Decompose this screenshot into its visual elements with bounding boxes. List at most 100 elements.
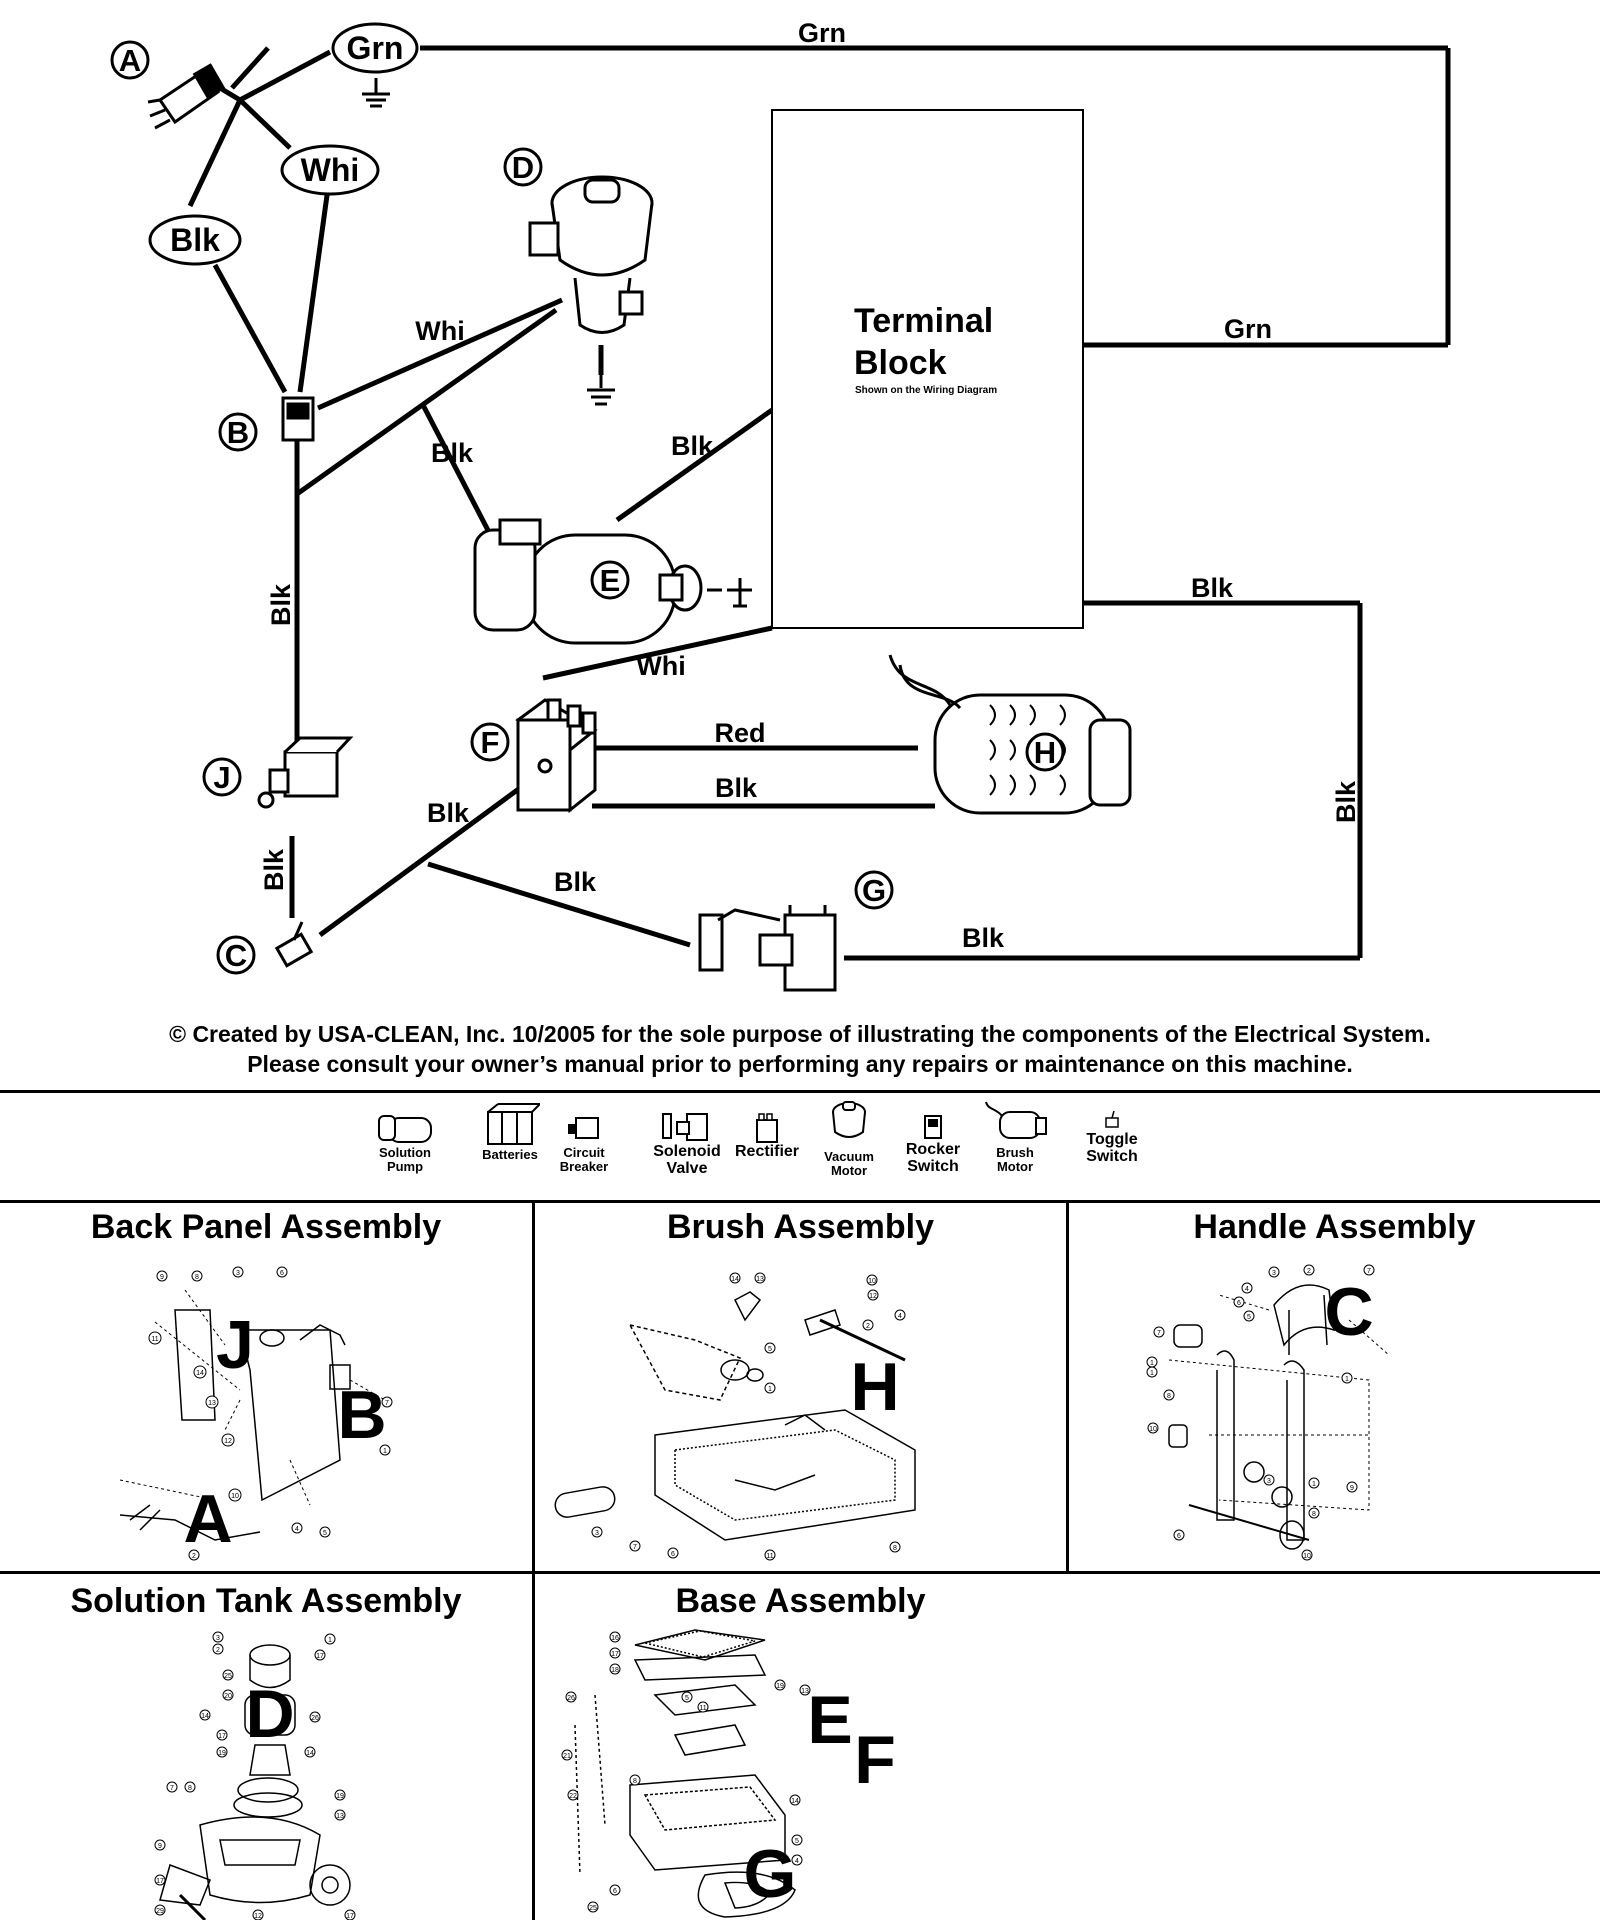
legend-label: Rectifier [734,1143,800,1160]
legend-label: Solenoid [653,1143,721,1160]
svg-text:20: 20 [224,1693,232,1700]
svg-text:17: 17 [218,1733,226,1740]
divider [0,1200,1600,1203]
svg-text:2: 2 [1307,1268,1311,1275]
wire-label-grn-top: Grn [798,18,846,48]
svg-text:1: 1 [1312,1481,1316,1488]
svg-text:12: 12 [254,1913,262,1920]
svg-text:10: 10 [1303,1553,1311,1560]
legend-label: Pump [386,1158,424,1174]
bubble-grn: Grn [331,22,419,74]
svg-text:E: E [600,563,621,598]
assembly-letter: F [854,1722,896,1798]
brush-illustration: 13 14 10 12 4 2 5 1 3 7 6 11 8 H [554,1272,916,1561]
assembly-letter: H [850,1349,899,1425]
assembly-letter: G [744,1836,797,1912]
svg-text:17: 17 [611,1651,619,1658]
svg-text:8: 8 [893,1545,897,1552]
legend-label: Rocker [905,1141,961,1158]
component-badge-g: G [854,870,894,910]
assembly-letter: B [337,1377,386,1453]
solution-pump-icon [378,1115,432,1143]
svg-text:7: 7 [1157,1330,1161,1337]
wire-label-blk-e-upper: Blk [431,438,474,468]
wire-label-blk-right-top: Blk [1191,573,1234,603]
svg-text:1: 1 [1345,1376,1349,1383]
svg-text:14: 14 [731,1276,739,1283]
legend-label: Batteries [482,1147,538,1162]
assembly-letter: D [245,1676,294,1752]
svg-text:7: 7 [633,1544,637,1551]
svg-text:1: 1 [1150,1370,1154,1377]
svg-text:6: 6 [671,1551,675,1558]
legend-label: Circuit [563,1145,605,1160]
circuit-breaker-icon [568,1117,599,1139]
svg-text:G: G [862,873,886,908]
legend-label: Breaker [559,1158,609,1174]
wire-label-whi-d: Whi [415,316,464,346]
wire-label-grn-right: Grn [1224,314,1272,344]
back-panel-illustration: 9 8 3 6 11 14 13 12 10 7 1 4 5 2 J B A [119,1266,393,1561]
divider [1066,1200,1069,1574]
svg-text:17: 17 [156,1878,164,1885]
svg-text:5: 5 [685,1695,689,1702]
component-badge-c: C [216,935,256,975]
svg-text:4: 4 [898,1313,902,1320]
wiring-diagram: Terminal Block Shown on the Wiring Diagr… [110,18,1451,992]
assembly-title: Handle Assembly [1193,1208,1476,1246]
svg-text:3: 3 [595,1530,599,1537]
svg-text:16: 16 [611,1635,619,1642]
svg-text:9: 9 [158,1843,162,1850]
svg-text:14: 14 [791,1798,799,1805]
svg-text:14: 14 [306,1750,314,1757]
rocker-switch-icon [281,396,315,442]
rocker-switch-icon [924,1115,942,1139]
svg-text:1: 1 [328,1637,332,1644]
svg-text:5: 5 [323,1530,327,1537]
terminal-block-note: Shown on the Wiring Diagram [855,385,997,396]
assembly-title: Solution Tank Assembly [70,1582,462,1620]
circuit-breaker-icon [257,736,354,809]
svg-text:4: 4 [295,1526,299,1533]
bubble-whi: Whi [280,144,380,196]
copyright-line-1: © Created by USA-CLEAN, Inc. 10/2005 for… [169,1021,1431,1047]
ground-icon [707,578,752,608]
component-badge-a: A [110,40,150,80]
svg-text:D: D [512,150,534,185]
bubble-whi-label: Whi [301,152,360,188]
component-badge-d: D [503,147,543,187]
legend-vacuum-motor: Vacuum Motor [812,1098,886,1177]
svg-text:9: 9 [160,1274,164,1281]
svg-text:14: 14 [201,1713,209,1720]
svg-text:B: B [227,415,249,450]
svg-text:5: 5 [768,1346,772,1353]
svg-text:3: 3 [1272,1270,1276,1277]
svg-text:21: 21 [563,1753,571,1760]
svg-text:6: 6 [1237,1300,1241,1307]
legend-label: Switch [1086,1147,1138,1165]
svg-text:8: 8 [188,1785,192,1792]
svg-text:18: 18 [611,1667,619,1674]
component-badge-e: E [590,560,630,600]
svg-text:13: 13 [801,1688,809,1695]
ground-icon [362,78,390,108]
wire-label-blk-f-c: Blk [427,798,470,828]
svg-text:1: 1 [768,1386,772,1393]
batteries-icon [487,1103,540,1145]
legend-label: Motor [996,1158,1034,1174]
divider [0,1090,1600,1093]
rectifier-icon [515,698,598,814]
wire-label-blk-tb: Blk [671,431,714,461]
svg-text:A: A [119,43,141,78]
component-badge-j: J [202,757,242,797]
svg-text:8: 8 [1167,1393,1171,1400]
svg-text:J: J [213,760,230,795]
wire-label-blk-h: Blk [715,773,758,803]
svg-text:11: 11 [699,1705,706,1712]
svg-text:3: 3 [216,1635,220,1642]
component-badge-f: F [470,722,510,762]
toggle-switch-icon [274,921,314,968]
svg-text:8: 8 [1312,1511,1316,1518]
svg-text:14: 14 [196,1370,204,1377]
svg-text:8: 8 [195,1274,199,1281]
